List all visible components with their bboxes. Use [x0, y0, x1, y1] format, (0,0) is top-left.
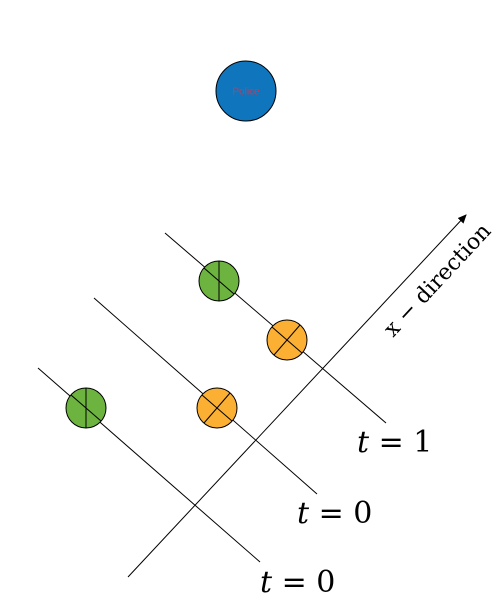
x-direction-axis: [127, 214, 467, 578]
time-label-t0-middle: t = 0: [297, 496, 372, 531]
time-label-value: = 0: [272, 565, 335, 600]
x-direction-label: x − direction: [379, 219, 496, 342]
orange-car-middle: [196, 387, 238, 429]
car-cross-b: [273, 324, 301, 356]
time-label-value: = 1: [369, 425, 432, 460]
time-label-var: t: [297, 496, 310, 531]
car-cross-b: [203, 392, 231, 424]
car-cross-diagonal: [70, 394, 102, 422]
car-cross-diagonal: [203, 267, 235, 295]
orange-car-top: [266, 319, 308, 361]
police-circle: [215, 60, 277, 122]
time-label-value: = 0: [309, 496, 372, 531]
time-label-var: t: [357, 425, 370, 460]
green-car-top: [198, 260, 240, 302]
green-car-bottom: [65, 387, 107, 429]
time-label-t1: t = 1: [357, 425, 432, 460]
police-label: Police: [232, 87, 260, 98]
time-label-var: t: [260, 565, 273, 600]
time-label-t0-bottom: t = 0: [260, 565, 335, 600]
police-node: Police: [215, 60, 277, 122]
